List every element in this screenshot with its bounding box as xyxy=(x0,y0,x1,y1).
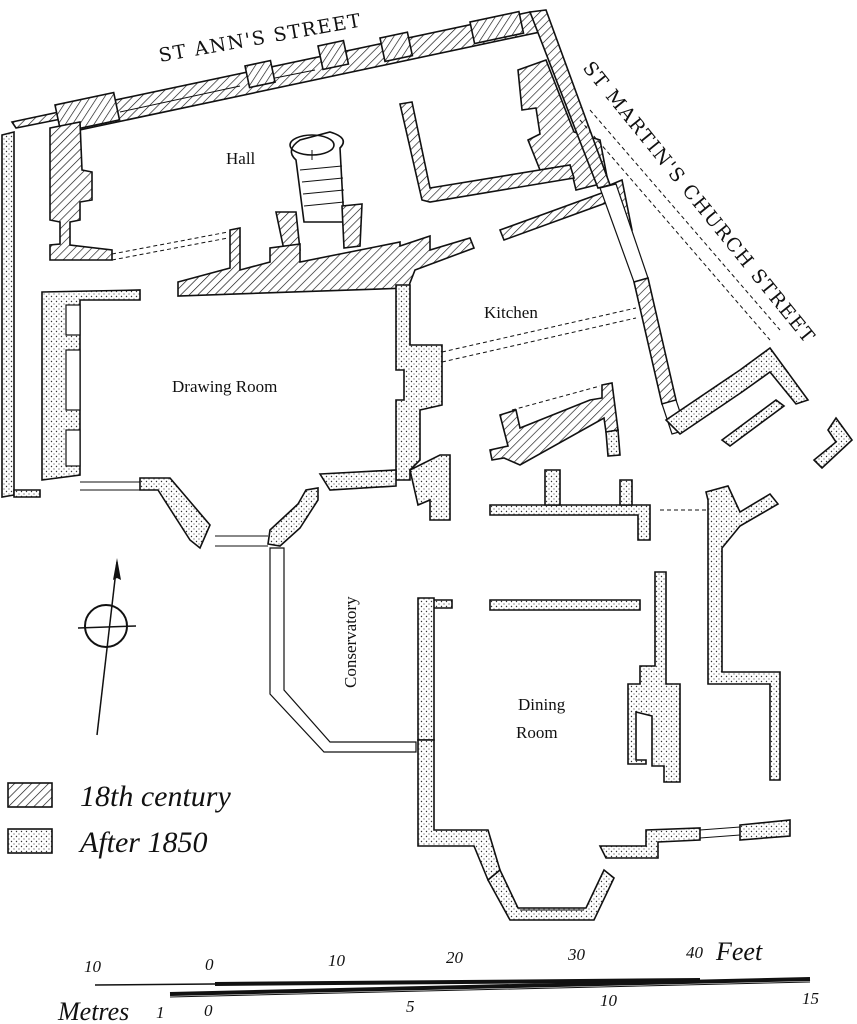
metre-tick-label: 5 xyxy=(406,997,415,1016)
feet-unit-label: Feet xyxy=(715,937,763,966)
room-label-conservatory: Conservatory xyxy=(341,596,360,688)
drawing-room-walls xyxy=(41,284,443,550)
north-facade-wall xyxy=(10,10,542,134)
metre-tick-label: 15 xyxy=(802,989,819,1008)
east-service-wing xyxy=(660,485,781,781)
room-label-hall: Hall xyxy=(226,149,256,168)
feet-tick-label: 20 xyxy=(446,948,464,967)
feet-tick-label: 30 xyxy=(567,945,586,964)
central-spine-walls xyxy=(409,454,651,611)
west-boundary-wall xyxy=(1,130,41,498)
hall-staircase xyxy=(275,131,363,251)
north-arrow-icon xyxy=(77,558,137,736)
feet-tick-label: 0 xyxy=(205,955,214,974)
room-label-dining-line1: Dining xyxy=(518,695,566,714)
scale-bar: 10 0 10 20 30 40 Feet Metres 1 0 5 10 15 xyxy=(57,937,819,1024)
legend-label-18th-century: 18th century xyxy=(80,780,231,813)
metre-tick-label: 0 xyxy=(204,1001,213,1020)
legend-swatch-18th-century xyxy=(7,782,53,808)
room-label-dining-line2: Room xyxy=(516,723,558,742)
feet-tick-label: 10 xyxy=(328,951,346,970)
room-label-kitchen: Kitchen xyxy=(484,303,538,322)
hall-west-wall xyxy=(49,121,113,261)
feet-tick-label: 40 xyxy=(686,943,704,962)
metre-tick-label: 1 xyxy=(156,1003,165,1022)
kitchen-partitions xyxy=(489,382,621,466)
legend-label-after-1850: After 1850 xyxy=(78,826,208,859)
kitchen-east-projection xyxy=(664,346,854,470)
metre-tick-label: 10 xyxy=(600,991,618,1010)
room-label-drawing-room: Drawing Room xyxy=(172,377,277,396)
legend-swatch-after-1850 xyxy=(7,828,53,854)
metre-scale-ticks: Metres 1 0 5 10 15 xyxy=(57,989,819,1024)
feet-tick-label: 10 xyxy=(84,957,102,976)
hall-south-wall xyxy=(177,227,476,297)
metres-unit-label: Metres xyxy=(57,997,129,1024)
east-facade-wall xyxy=(528,9,781,435)
legend: 18th century After 1850 xyxy=(7,780,231,859)
feet-scale-ticks: 10 0 10 20 30 40 Feet xyxy=(84,937,763,976)
dining-room-walls xyxy=(417,571,791,921)
